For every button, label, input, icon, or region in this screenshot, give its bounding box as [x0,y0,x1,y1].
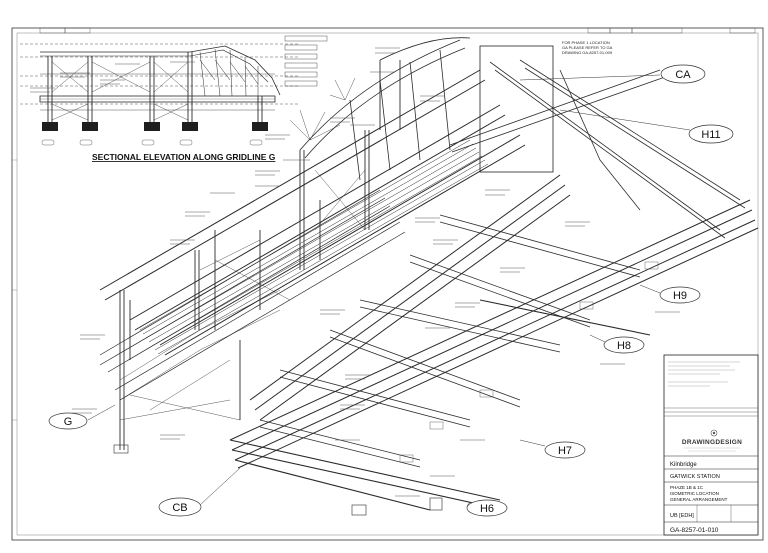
member-callouts [30,47,680,497]
svg-text:H11: H11 [701,129,720,141]
gridline-g: G [48,404,116,430]
left-edge-ticks [12,159,17,421]
cb-beam [229,299,651,511]
gridline-cb: CB [158,467,241,517]
title-block: DRAWINGDESIGN Kilnbridge GATWICK STATION… [663,354,759,536]
phase-note: FOR PHASE 1 LOCATION GA PLEASE REFER TO … [562,40,613,55]
svg-text:H6: H6 [480,503,494,515]
drawing-title-3: GENERAL ARRANGEMENT [670,497,728,502]
gridline-h7: H7 [519,439,586,459]
client-name: Kilnbridge [670,462,697,468]
svg-text:H9: H9 [673,290,687,302]
project-name: GATWICK STATION [670,474,720,480]
iso-plinths [113,444,443,516]
sheet-border [11,27,764,541]
company-logo: DRAWINGDESIGN [682,429,742,452]
gridline-h11: H11 [559,109,734,144]
svg-text:GA PLEASE REFER TO GA: GA PLEASE REFER TO GA [562,45,613,50]
isometric-structure [99,37,759,516]
radial-struts [289,77,356,141]
gridline-h8: H8 [589,334,645,354]
tag-boxes [399,261,659,463]
gridline-ca: CA [519,64,706,84]
sectional-elevation [20,35,328,122]
lower-bracing [119,169,366,421]
left-walkway [99,189,406,401]
inner-border [16,32,759,536]
gridline-h9: H9 [639,284,701,304]
main-deck-girders [99,69,526,356]
svg-text:H7: H7 [558,445,572,457]
svg-text:FOR PHASE 1 LOCATION: FOR PHASE 1 LOCATION [562,40,610,45]
elevation-grid-markers [41,139,263,146]
svg-text:G: G [64,416,73,428]
svg-text:CB: CB [172,502,187,514]
svg-text:H8: H8 [617,340,631,352]
drawing-title-2: ISOMETRIC LOCATION [670,491,719,496]
drawing-title-1: PHAZE 1B & 1C [670,485,704,490]
foundation-blocks [42,122,268,131]
drawing-number: GA-8257-01-010 [670,527,719,534]
sectional-elevation-title: SECTIONAL ELEVATION ALONG GRIDLINE G [92,152,276,162]
roof-arch [299,37,471,181]
svg-text:CA: CA [675,69,691,81]
isometric-columns [119,60,401,450]
size-code: UB [EDH] [670,513,694,519]
cross-beams [259,69,666,468]
company-name: DRAWINGDESIGN [682,439,742,446]
ca-truss [489,59,746,239]
gridline-h6: H6 [466,499,508,517]
svg-text:DRAWING GA-8257-01-009: DRAWING GA-8257-01-009 [562,50,613,55]
top-strip [39,27,756,34]
phase1-reference-box [479,45,554,173]
pipe-bundle [139,139,489,355]
